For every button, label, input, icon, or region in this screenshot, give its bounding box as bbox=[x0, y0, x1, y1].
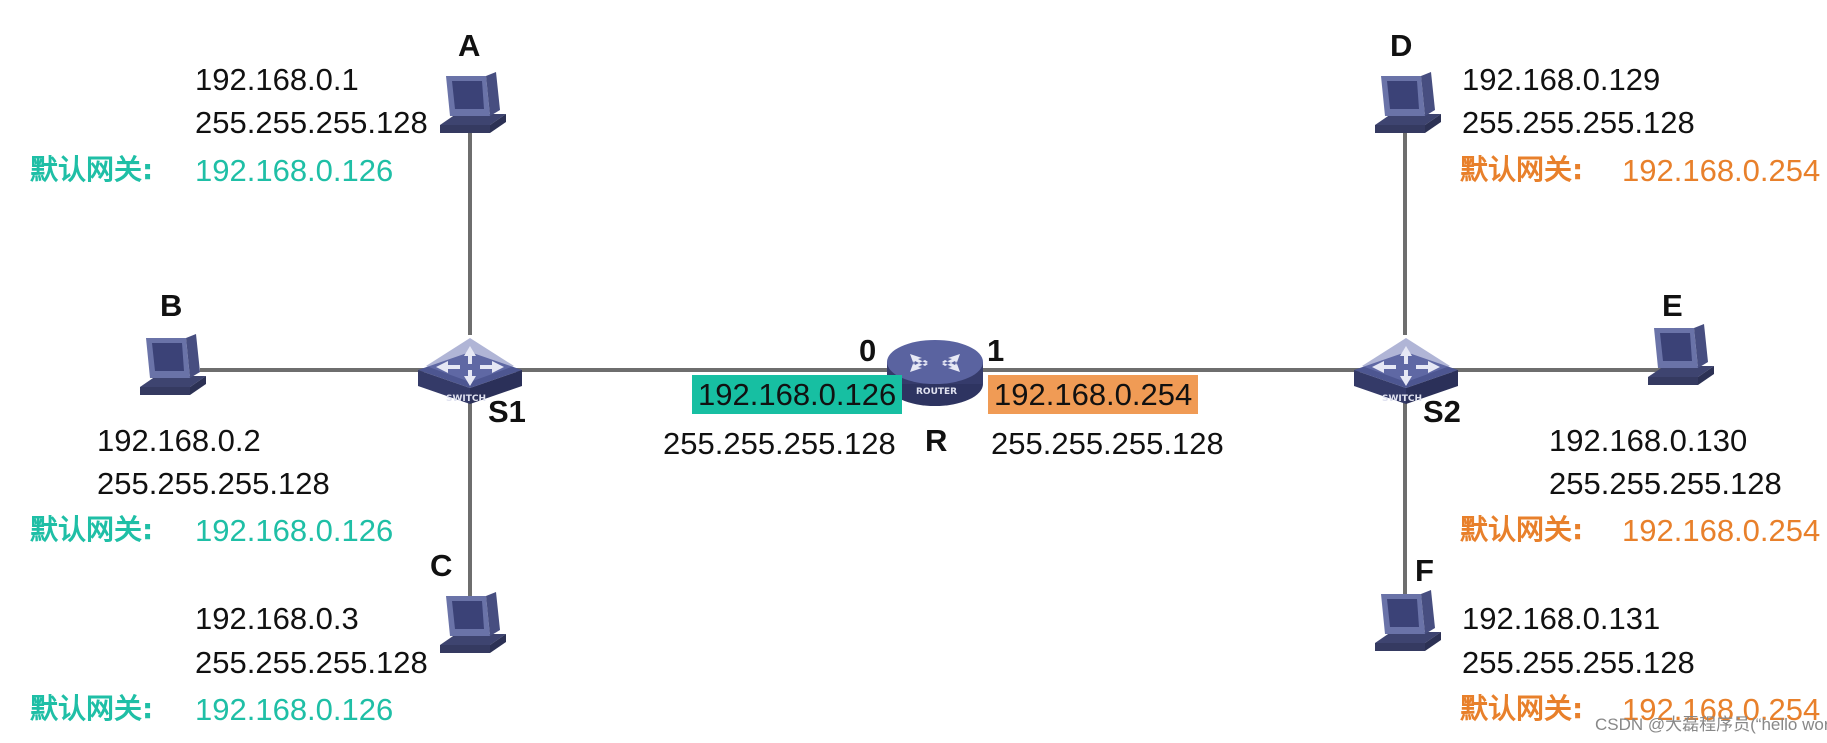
pc-icon bbox=[1375, 72, 1441, 133]
switch-s2-text: SWITCH bbox=[1382, 394, 1422, 404]
host-b-mask: 255.255.255.128 bbox=[97, 466, 330, 501]
host-f-mask: 255.255.255.128 bbox=[1462, 645, 1695, 680]
host-f-gateway-label: 默认网关: bbox=[1460, 692, 1584, 725]
pc-icon bbox=[1375, 590, 1441, 651]
router-port0-ip: 192.168.0.126 bbox=[692, 375, 903, 414]
pc-icon bbox=[440, 592, 506, 653]
host-e-gateway: 192.168.0.254 bbox=[1622, 513, 1821, 548]
switch-icon: SWITCH bbox=[418, 338, 522, 404]
node-label-c: C bbox=[430, 548, 453, 583]
host-c-gateway: 192.168.0.126 bbox=[195, 692, 394, 727]
node-label-d: D bbox=[1390, 28, 1413, 63]
switch-s1-text: SWITCH bbox=[446, 394, 486, 404]
switch-label-s2: S2 bbox=[1423, 394, 1461, 429]
host-a-mask: 255.255.255.128 bbox=[195, 105, 428, 140]
host-b-gateway-label: 默认网关: bbox=[30, 513, 154, 546]
host-a-gateway: 192.168.0.126 bbox=[195, 153, 394, 188]
host-e-gateway-label: 默认网关: bbox=[1460, 513, 1584, 546]
pc-icon bbox=[440, 72, 506, 133]
host-b-ip: 192.168.0.2 bbox=[97, 423, 261, 458]
host-e-mask: 255.255.255.128 bbox=[1549, 466, 1782, 501]
switch-icon: SWITCH bbox=[1354, 338, 1458, 404]
router-port1-ip: 192.168.0.254 bbox=[988, 375, 1199, 414]
host-b-gateway: 192.168.0.126 bbox=[195, 513, 394, 548]
router-port0-mask: 255.255.255.128 bbox=[663, 426, 896, 461]
host-a-ip: 192.168.0.1 bbox=[195, 62, 359, 97]
router-port1-label: 1 bbox=[987, 333, 1005, 368]
host-e-ip: 192.168.0.130 bbox=[1549, 423, 1748, 458]
host-d-ip: 192.168.0.129 bbox=[1462, 62, 1661, 97]
router-port1-mask: 255.255.255.128 bbox=[991, 426, 1224, 461]
host-d-mask: 255.255.255.128 bbox=[1462, 105, 1695, 140]
host-d-gateway: 192.168.0.254 bbox=[1622, 153, 1821, 188]
pc-icon bbox=[140, 334, 206, 395]
host-f-gateway: 192.168.0.254 bbox=[1622, 692, 1821, 727]
router-icon: ROUTER bbox=[887, 340, 983, 406]
host-f-ip: 192.168.0.131 bbox=[1462, 601, 1661, 636]
node-label-f: F bbox=[1415, 553, 1434, 588]
node-label-b: B bbox=[160, 288, 183, 323]
host-c-mask: 255.255.255.128 bbox=[195, 645, 428, 680]
router-text: ROUTER bbox=[916, 387, 957, 397]
host-c-gateway-label: 默认网关: bbox=[30, 692, 154, 725]
host-a-gateway-label: 默认网关: bbox=[30, 153, 154, 186]
pc-icon bbox=[1648, 324, 1714, 385]
host-d-gateway-label: 默认网关: bbox=[1460, 153, 1584, 186]
watermark: CSDN @大磊程序员(“hello world”) bbox=[1595, 715, 1827, 734]
router-port0-label: 0 bbox=[859, 333, 877, 368]
router-label: R bbox=[925, 423, 948, 458]
switch-label-s1: S1 bbox=[488, 394, 526, 429]
host-c-ip: 192.168.0.3 bbox=[195, 601, 359, 636]
node-label-a: A bbox=[458, 28, 481, 63]
node-label-e: E bbox=[1662, 288, 1683, 323]
